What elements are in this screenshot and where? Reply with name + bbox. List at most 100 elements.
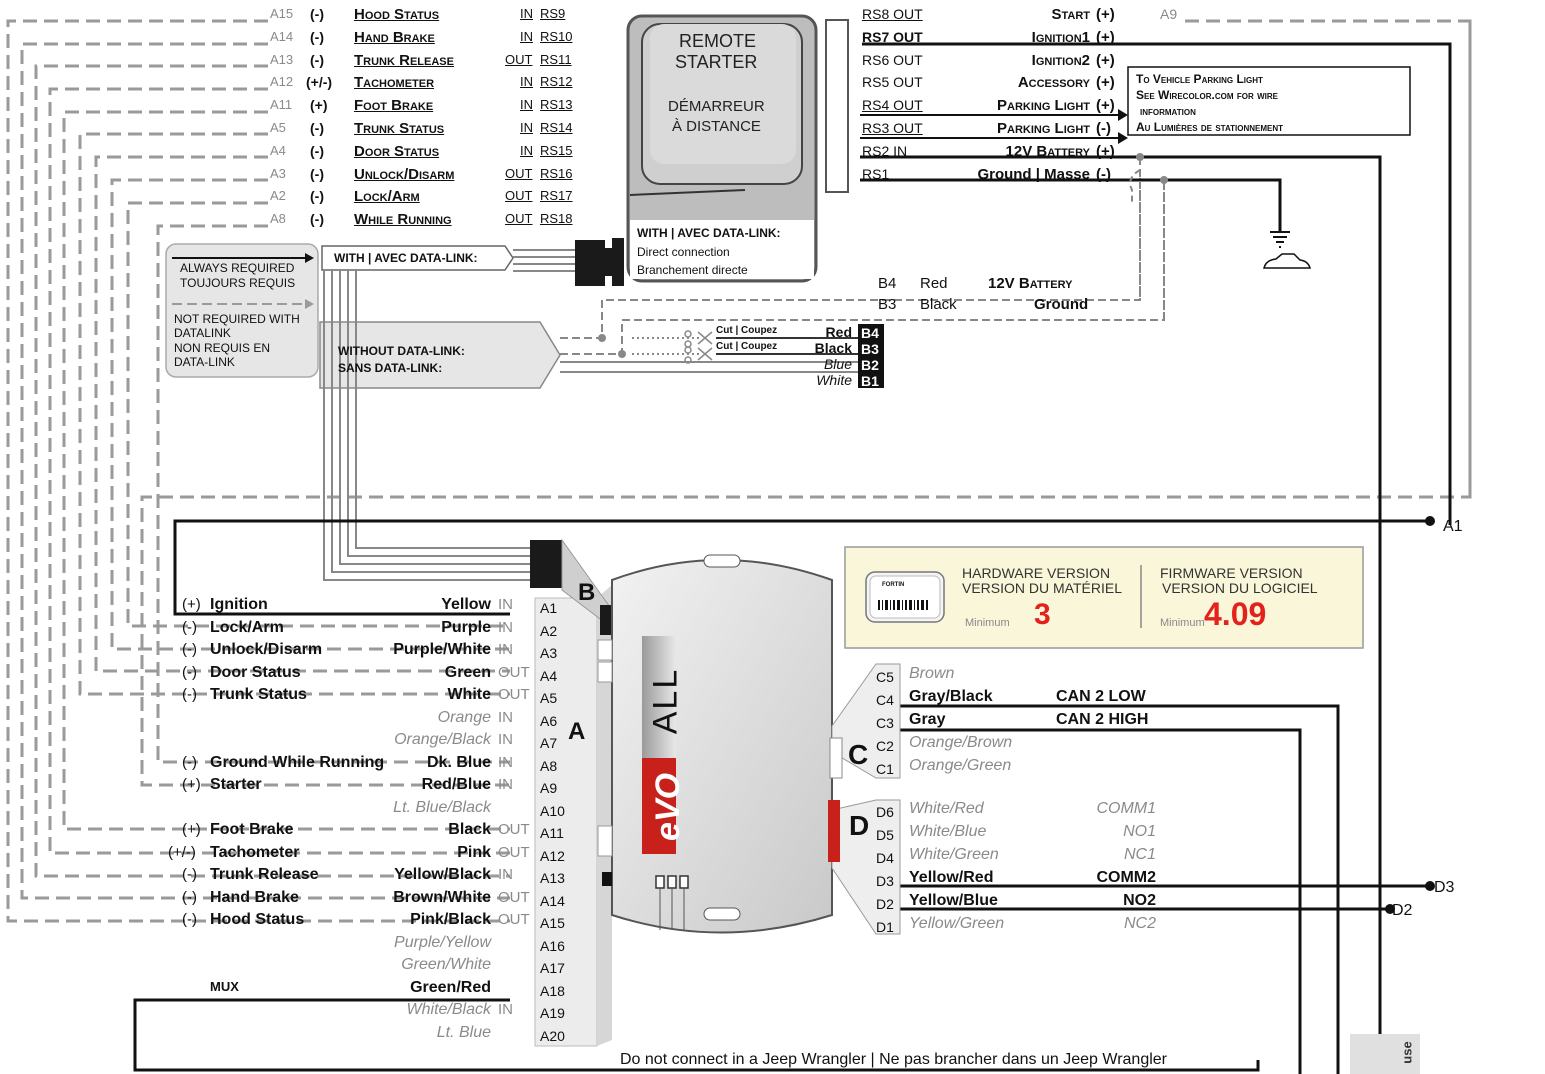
tl-dir: IN — [520, 74, 533, 90]
a-pin: A20 — [540, 1027, 565, 1044]
b-pin-label: B2 — [861, 357, 879, 373]
tl-polarity: (-) — [310, 28, 324, 45]
tr-label: Ground | Masse — [977, 165, 1090, 183]
d-function: NO1 — [1123, 823, 1156, 840]
legend-not-req-2: DATALINK — [174, 326, 231, 340]
with-datalink-arrow — [321, 245, 514, 271]
tr-polarity: (-) — [1096, 165, 1111, 183]
a-function: Hand Brake — [210, 888, 299, 906]
tr-polarity: (+) — [1096, 142, 1115, 160]
parking-line4: Au Lumières de stationnement — [1136, 120, 1284, 134]
tl-dir: OUT — [505, 188, 533, 204]
tl-polarity: (-) — [310, 188, 324, 205]
a-wire-color: Black — [448, 821, 491, 838]
tr-label: Ignition2 — [1031, 51, 1090, 69]
tr-rs: RS1 — [862, 165, 890, 182]
c-pin: C2 — [876, 738, 894, 754]
d-function: NO2 — [1123, 892, 1156, 909]
a-wire-color: Green — [444, 663, 491, 681]
d-wire-color: White/Blue — [909, 823, 987, 840]
a-pin: A7 — [540, 735, 558, 751]
a-pin: A16 — [540, 937, 565, 954]
a-wire-color: Yellow/Black — [394, 866, 491, 883]
a-wire-color: White/Black — [406, 1001, 491, 1018]
a-direction: IN — [498, 866, 513, 883]
tl-label: Foot Brake — [354, 97, 434, 115]
a-pin: A13 — [540, 870, 565, 886]
a-function: Ignition — [210, 596, 268, 613]
fuse-box — [1350, 1034, 1420, 1074]
a-direction: IN — [498, 618, 513, 636]
b-cut-label: Cut | Coupez — [716, 341, 778, 352]
tl-pin: A14 — [270, 28, 294, 44]
a-function: Door Status — [210, 663, 301, 681]
a-pin: A9 — [540, 780, 558, 796]
a-pin: A12 — [540, 847, 565, 864]
a-wire-color: Yellow — [441, 596, 491, 613]
a-direction: OUT — [498, 663, 530, 681]
version-box — [844, 546, 1364, 649]
legend-box — [165, 243, 319, 378]
tr-label: 12V Battery — [1005, 142, 1090, 160]
ground-icon — [1270, 231, 1290, 248]
legend-not-req-4: DATA-LINK — [174, 355, 235, 369]
tl-polarity: (-) — [310, 165, 324, 182]
a-polarity: (+) — [182, 596, 201, 613]
fw-version-fr: VERSION DU LOGICIEL — [1162, 580, 1318, 596]
connector-letter-d: D — [849, 810, 870, 841]
a-function: Unlock/Disarm — [210, 641, 323, 658]
b-power-color: Black — [920, 296, 957, 313]
tr-polarity: (-) — [1096, 120, 1111, 137]
a-wire-color: Purple/Yellow — [394, 933, 491, 951]
tl-polarity: (-) — [310, 211, 324, 228]
hw-version-en: HARDWARE VERSION — [962, 565, 1111, 581]
a-wire-color: Green/Red — [410, 978, 491, 996]
tl-label: Tachometer — [354, 74, 435, 92]
tl-dir: IN — [520, 120, 533, 135]
c-wire-color: Gray — [909, 711, 946, 728]
module-logo-all: ALL — [646, 667, 685, 735]
a-pin: A14 — [540, 892, 565, 909]
d-wire-color: White/Green — [909, 846, 999, 863]
tl-polarity: (+/-) — [306, 74, 333, 91]
c-wire-color: Orange/Brown — [909, 734, 1013, 751]
tl-dir: IN — [520, 142, 533, 158]
datalink-plug — [575, 238, 624, 286]
tl-label: Trunk Status — [354, 120, 445, 137]
b-pin-label: B4 — [861, 325, 879, 341]
tl-dir: OUT — [505, 51, 533, 67]
tr-rs: RS8 OUT — [862, 6, 923, 22]
d-function: COMM2 — [1096, 869, 1156, 886]
a-function: Trunk Status — [210, 686, 307, 703]
c-pin: C4 — [876, 692, 894, 708]
remote-starter-title-2: STARTER — [675, 52, 758, 72]
tl-rs: RS14 — [540, 120, 573, 135]
parking-line2: See Wirecolor.com for wire — [1136, 88, 1278, 102]
a-direction: OUT — [498, 911, 530, 928]
a-polarity: (-) — [182, 866, 197, 883]
a-direction: IN — [498, 776, 513, 793]
d-wire-color: White/Red — [909, 800, 984, 817]
d-wire-color: Yellow/Blue — [909, 892, 998, 909]
a-pin: A5 — [540, 690, 558, 706]
a-direction: IN — [498, 753, 513, 771]
tl-label: Hood Status — [354, 6, 440, 23]
legend-not-req-3: NON REQUIS EN — [174, 341, 271, 355]
a-direction: OUT — [498, 843, 530, 861]
c-wire-color: Gray/Black — [909, 688, 993, 705]
a-connector — [534, 585, 612, 1047]
tl-rs: RS12 — [540, 74, 573, 90]
a-direction: IN — [498, 1001, 513, 1018]
a-pin: A6 — [540, 712, 558, 729]
a-direction: IN — [498, 596, 513, 613]
tr-rs: RS4 OUT — [862, 97, 923, 114]
tl-rs: RS13 — [540, 97, 573, 113]
a-polarity: (-) — [182, 618, 197, 636]
tr-label: Parking Light — [997, 97, 1090, 115]
tr-polarity: (+) — [1096, 74, 1115, 92]
tl-label: Trunk Release — [354, 51, 454, 69]
a-polarity: (-) — [182, 888, 197, 906]
tl-rs: RS11 — [540, 51, 572, 67]
connector-letter-b: B — [578, 579, 596, 606]
